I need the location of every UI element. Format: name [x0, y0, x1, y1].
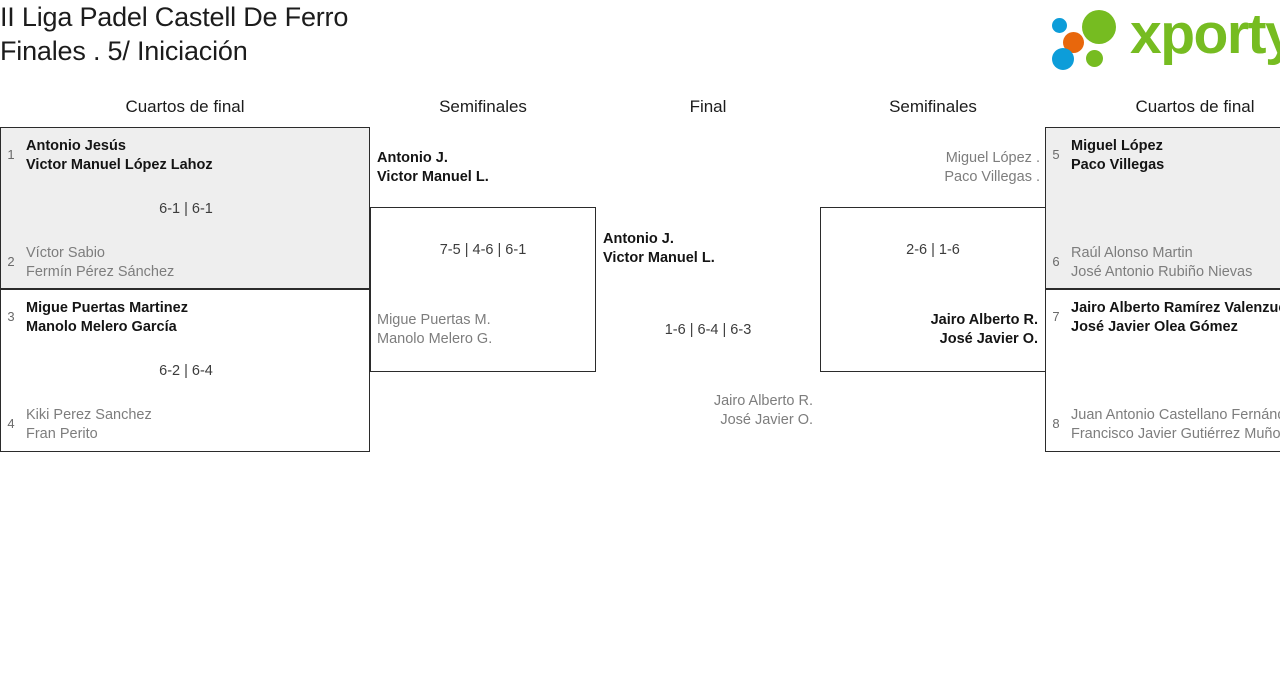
team-name-line1: Juan Antonio Castellano Fernández: [1071, 407, 1280, 423]
logo-dots: [1052, 8, 1136, 70]
team-name-line1: Kiki Perez Sanchez: [26, 407, 152, 423]
logo-dot-green-large: [1082, 10, 1116, 44]
round-heading-semis-right: Semifinales: [889, 97, 977, 116]
seed-number: 6: [1052, 254, 1060, 269]
team-name-line1: Migue Puertas M.: [377, 312, 491, 328]
logo-dot-blue-top: [1052, 18, 1067, 33]
match-right-qf-1[interactable]: [1045, 127, 1280, 289]
team-name-line1: Jairo Alberto Ramírez Valenzuela: [1071, 300, 1280, 316]
team-name-line1: Miguel López: [1071, 138, 1163, 154]
team-name-line1: Raúl Alonso Martin: [1071, 245, 1193, 261]
seed-number: 8: [1052, 416, 1060, 431]
round-heading-semis-left: Semifinales: [439, 97, 527, 116]
team-name-line1: Jairo Alberto R.: [713, 393, 813, 409]
team-name-line1: Antonio J.: [603, 231, 674, 247]
match-score: 7-5 | 4-6 | 6-1: [439, 242, 527, 258]
team-name-line2: Paco Villegas .: [944, 169, 1040, 185]
final-connector-left: [595, 207, 596, 372]
team-name-line2: Francisco Javier Gutiérrez Muñoz: [1071, 426, 1280, 442]
team-name-line1: Antonio J.: [377, 150, 448, 166]
team-name-line2: Fermín Pérez Sánchez: [26, 264, 175, 280]
round-heading-quarters-left: Cuartos de final: [125, 97, 245, 116]
round-heading-quarters-right: Cuartos de final: [1135, 97, 1255, 116]
logo-dot-orange: [1063, 32, 1084, 53]
match-score: 6-1 | 6-1: [159, 201, 213, 217]
team-name-line2: Victor Manuel L.: [377, 169, 489, 185]
team-name-line1: Jairo Alberto R.: [930, 312, 1038, 328]
xporty-logo: xporty: [1044, 2, 1280, 70]
match-score: 4-6 | 6-4 | 7-5: [1071, 362, 1280, 381]
team-name-line2: Paco Villegas: [1071, 157, 1165, 173]
seed-number: 5: [1052, 147, 1060, 162]
team-name-line2: Manolo Melero G.: [377, 331, 493, 347]
match-left-qf-2[interactable]: [0, 289, 370, 452]
match-left-qf-1[interactable]: [0, 127, 370, 289]
team-name-line2: José Javier Olea Gómez: [1071, 319, 1238, 335]
match-score: 1-6 | 6-4 | 6-3: [664, 322, 752, 338]
logo-wordmark: xporty: [1130, 2, 1280, 66]
team-name-line1: Migue Puertas Martinez: [26, 300, 188, 316]
team-name-line2: Fran Perito: [26, 426, 98, 442]
team-name-line1: Miguel López .: [945, 150, 1040, 166]
logo-dot-green-small: [1086, 50, 1103, 67]
seed-number: 7: [1052, 309, 1060, 324]
team-name-line2: José Antonio Rubiño Nievas: [1071, 264, 1253, 280]
seed-number: 1: [7, 147, 15, 162]
match-score: 2-6 | 1-6: [906, 242, 960, 258]
seed-number: 3: [7, 309, 15, 324]
seed-number: 4: [7, 416, 15, 431]
page-title: II Liga Padel Castell De Ferro Finales .…: [0, 2, 349, 66]
team-name-line1: Víctor Sabio: [26, 245, 105, 261]
team-name-line2: José Javier O.: [939, 331, 1038, 347]
team-name-line2: Manolo Melero García: [26, 319, 177, 335]
logo-dot-blue-bottom: [1052, 48, 1074, 70]
match-score: 6-2 | 6-4: [159, 363, 213, 379]
seed-number: 2: [7, 254, 15, 269]
team-name-line1: Antonio Jesús: [26, 138, 126, 154]
team-name-line2: José Javier O.: [720, 412, 813, 428]
match-right-qf-2[interactable]: [1045, 289, 1280, 452]
match-score: 6-4 | 4-6 | 6-2: [1071, 200, 1280, 219]
round-heading-final: Final: [689, 97, 727, 116]
team-name-line2: Victor Manuel López Lahoz: [26, 157, 213, 173]
team-name-line2: Victor Manuel L.: [603, 250, 715, 266]
